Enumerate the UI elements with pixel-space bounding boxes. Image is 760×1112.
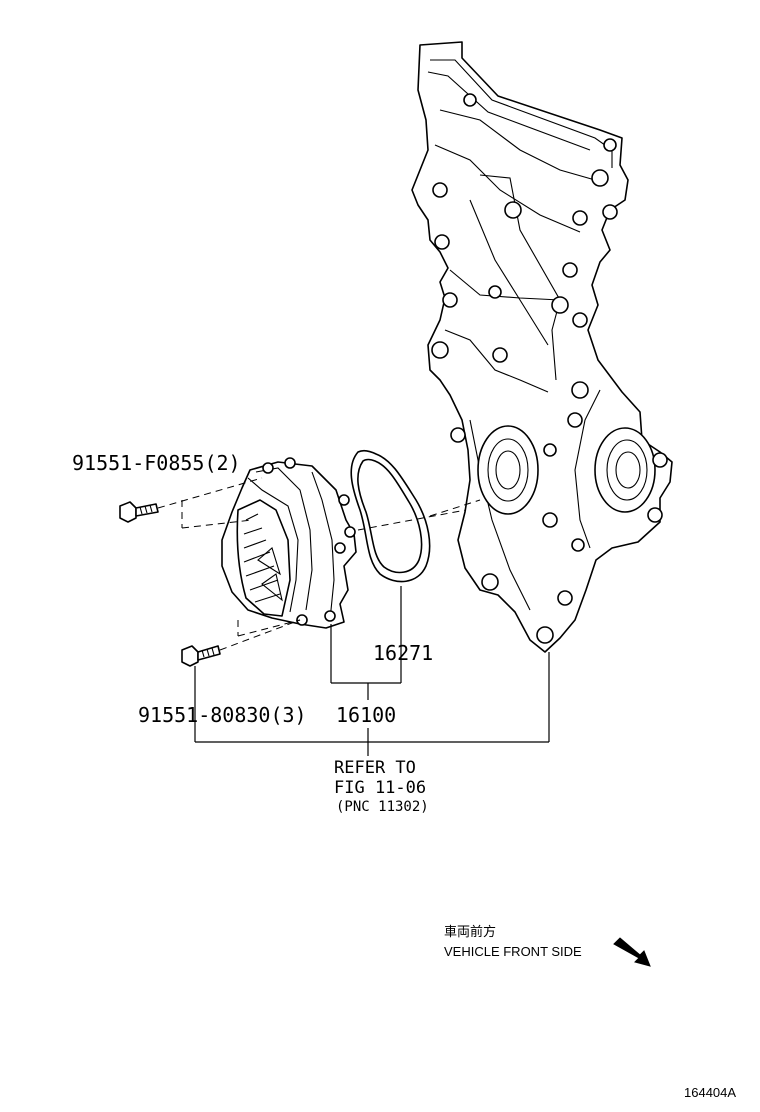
label-refer-line1: REFER TO — [334, 758, 416, 778]
alignment-lines — [157, 477, 481, 651]
figure-id: 164404A — [684, 1085, 736, 1100]
direction-label-english: VEHICLE FRONT SIDE — [444, 944, 582, 959]
label-refer-line3: (PNC 11302) — [336, 799, 429, 815]
bolt-upper — [119, 501, 159, 523]
water-pump — [221, 457, 357, 629]
direction-label-japanese: 車両前方 — [444, 924, 496, 939]
gasket — [350, 449, 431, 583]
label-bolt-lower: 91551-80830(3) — [138, 703, 307, 727]
label-bolt-upper: 91551-F0855(2) — [72, 451, 241, 475]
label-gasket: 16271 — [373, 641, 433, 665]
leader-lines — [194, 586, 550, 756]
label-refer-line2: FIG 11-06 — [334, 778, 426, 798]
label-pump-assembly: 16100 — [336, 703, 396, 727]
bolt-lower — [181, 645, 221, 667]
vehicle-front-indicator: 車両前方 VEHICLE FRONT SIDE — [444, 924, 651, 967]
timing-chain-cover — [411, 41, 673, 653]
arrow-down-right-icon — [613, 937, 651, 967]
